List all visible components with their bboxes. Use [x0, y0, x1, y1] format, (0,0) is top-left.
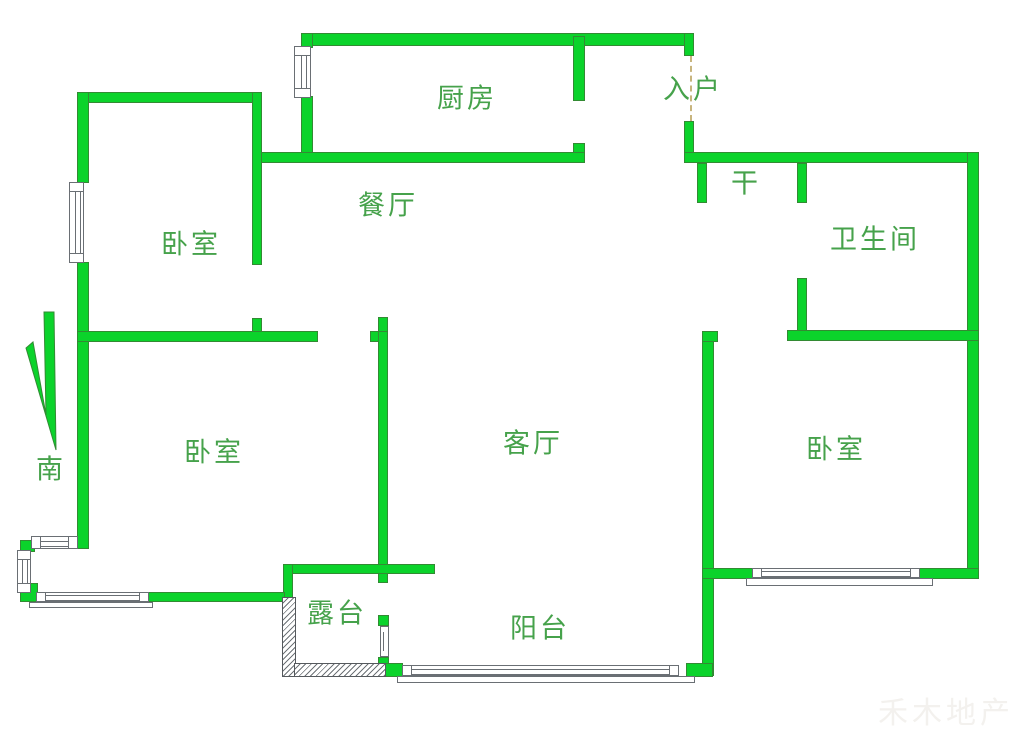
window — [380, 626, 389, 657]
window-glass — [42, 595, 143, 601]
wall-segment — [252, 92, 262, 265]
wall-segment — [378, 615, 389, 626]
wall-segment — [283, 564, 435, 574]
wall-segment — [252, 152, 585, 163]
window-glass — [382, 632, 389, 651]
wall-segment — [146, 592, 285, 602]
window-glass — [37, 540, 72, 547]
watermark: 禾木地产 — [878, 696, 1014, 731]
wall-segment — [384, 663, 403, 677]
room-label-bathroom: 卫生间 — [830, 224, 920, 256]
wall-segment — [697, 163, 707, 203]
room-label-dining: 餐厅 — [358, 190, 418, 222]
wall-segment — [378, 331, 388, 583]
window-mullion — [910, 568, 920, 578]
hatched-wall — [294, 663, 386, 677]
window-mullion — [752, 568, 762, 578]
hatched-wall — [282, 597, 296, 677]
window-mullion — [31, 536, 41, 549]
window-glass — [22, 556, 28, 587]
wall-segment — [77, 331, 318, 342]
wall-segment — [573, 36, 585, 101]
window — [752, 568, 920, 578]
window-mullion — [402, 665, 412, 676]
room-label-terrace: 露台 — [307, 598, 367, 630]
wall-segment — [686, 663, 713, 677]
entry-door-opening — [690, 56, 694, 121]
room-label-entry: 入户 — [663, 74, 723, 106]
window — [36, 592, 149, 602]
room-label-south: 南 — [36, 454, 66, 486]
window-glass — [74, 188, 81, 257]
window-glass — [300, 52, 307, 92]
window-mullion — [669, 665, 679, 676]
wall-segment — [77, 92, 262, 103]
wall-segment — [787, 330, 979, 341]
window — [31, 536, 78, 549]
room-label-living-room: 客厅 — [503, 428, 563, 460]
room-label-balcony: 阳台 — [510, 613, 570, 645]
room-label-kitchen: 厨房 — [437, 83, 497, 115]
window — [294, 46, 311, 98]
window-mullion — [294, 46, 311, 56]
window-mullion — [36, 592, 46, 602]
wall-segment — [303, 33, 694, 46]
wall-segment — [967, 152, 979, 579]
window-sill — [397, 676, 695, 683]
wall-segment — [77, 262, 89, 549]
window-mullion — [68, 536, 78, 549]
window — [402, 665, 679, 676]
room-label-bedroom-right: 卧室 — [806, 434, 866, 466]
window — [17, 550, 31, 593]
room-label-bedroom-upper-left: 卧室 — [161, 229, 221, 261]
window-mullion — [69, 182, 84, 192]
wall-segment — [378, 317, 388, 332]
window-mullion — [17, 550, 31, 560]
window-mullion — [17, 583, 31, 593]
window-mullion — [139, 592, 149, 602]
room-label-bedroom-lower-left: 卧室 — [184, 437, 244, 469]
wall-segment — [797, 163, 807, 203]
window — [69, 182, 84, 263]
wall-segment — [684, 152, 979, 163]
room-label-dry-area: 干 — [731, 168, 761, 200]
wall-segment — [77, 92, 89, 183]
window-glass — [408, 668, 673, 675]
window-mullion — [294, 88, 311, 98]
window-sill — [746, 578, 933, 586]
wall-segment — [684, 33, 694, 56]
wall-segment — [702, 331, 718, 342]
window-mullion — [69, 253, 84, 263]
window-glass — [758, 571, 914, 577]
wall-segment — [702, 331, 714, 676]
window-sill — [29, 602, 153, 608]
